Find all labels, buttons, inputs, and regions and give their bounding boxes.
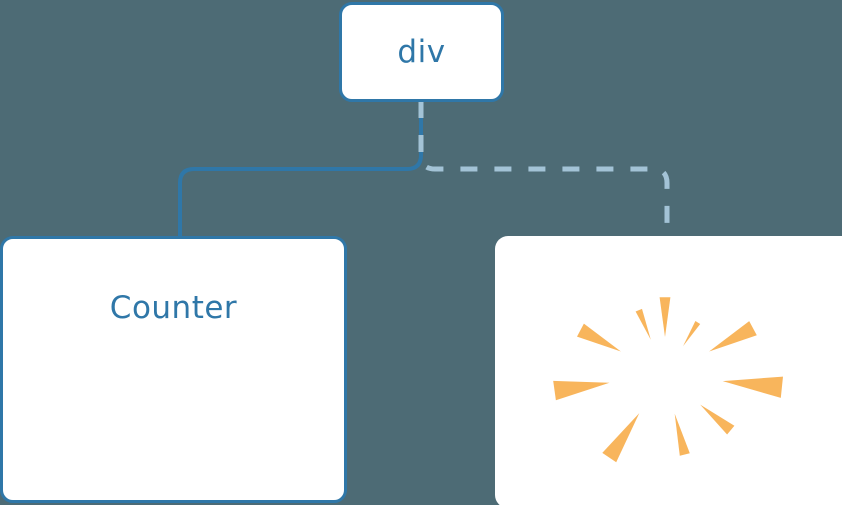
edge-div-to-counter bbox=[178, 99, 423, 242]
node-counter-label: Counter bbox=[109, 290, 238, 326]
node-counter[interactable]: Counter bbox=[0, 236, 347, 503]
sparkle-ray-9 bbox=[635, 308, 651, 340]
node-div[interactable]: div bbox=[339, 2, 504, 102]
sparkle-ray-0 bbox=[659, 297, 671, 337]
node-div-label: div bbox=[397, 33, 446, 70]
edge-div-to-effect bbox=[418, 101, 670, 240]
sparkle-ray-4 bbox=[700, 404, 735, 435]
sparkle-burst-icon bbox=[553, 297, 783, 463]
sparkle-ray-1 bbox=[683, 321, 701, 347]
node-effect[interactable] bbox=[495, 236, 842, 505]
sparkle-ray-5 bbox=[674, 413, 690, 456]
sparkle-ray-3 bbox=[722, 376, 783, 398]
sparkle-ray-7 bbox=[553, 380, 610, 401]
sparkle-ray-8 bbox=[577, 323, 621, 352]
sparkle-ray-6 bbox=[602, 413, 640, 463]
sparkle-ray-2 bbox=[709, 321, 757, 352]
